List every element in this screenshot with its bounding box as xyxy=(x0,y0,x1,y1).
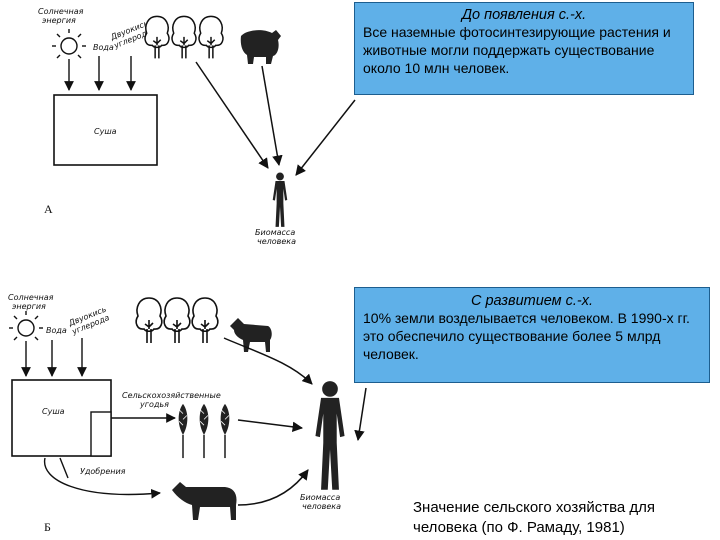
land-label: Суша xyxy=(94,127,117,136)
callout-b-title: С развитием с.-х. xyxy=(470,293,594,309)
callout-b-text: 10% земли возделывается человеком. В 199… xyxy=(363,310,690,362)
fertilizer-label: Удобрения xyxy=(80,467,126,476)
callout-a-title: До появления с.-х. xyxy=(461,7,587,23)
callout-before-agriculture: До появления с.-х. Все наземные фотосинт… xyxy=(354,2,694,95)
figure-caption: Значение сельского хозяйства для человек… xyxy=(413,499,656,536)
human-icon xyxy=(272,172,288,227)
trees-icon xyxy=(144,15,224,60)
trees-icon-b xyxy=(135,297,219,344)
sun-icon xyxy=(52,29,86,63)
water-label: Вода xyxy=(93,43,114,52)
co2-label-b: Двуокисьуглерода xyxy=(66,305,111,337)
cow-icon xyxy=(172,482,237,520)
human-icon-b xyxy=(315,381,345,490)
cropland-box xyxy=(90,411,112,457)
panel-b-letter: Б xyxy=(44,520,51,534)
panel-a-letter: А xyxy=(44,202,53,216)
goat-icon xyxy=(230,318,272,352)
wheat-icon xyxy=(177,403,231,459)
land-label-b: Суша xyxy=(42,407,65,416)
land-box xyxy=(53,94,158,166)
sun-icon-b xyxy=(9,311,43,345)
water-label-b: Вода xyxy=(46,326,67,335)
bear-icon xyxy=(240,30,281,64)
callout-a-text: Все наземные фотосинтезирующие растения … xyxy=(363,24,671,76)
callout-with-agriculture: С развитием с.-х. 10% земли возделываетс… xyxy=(354,287,710,383)
